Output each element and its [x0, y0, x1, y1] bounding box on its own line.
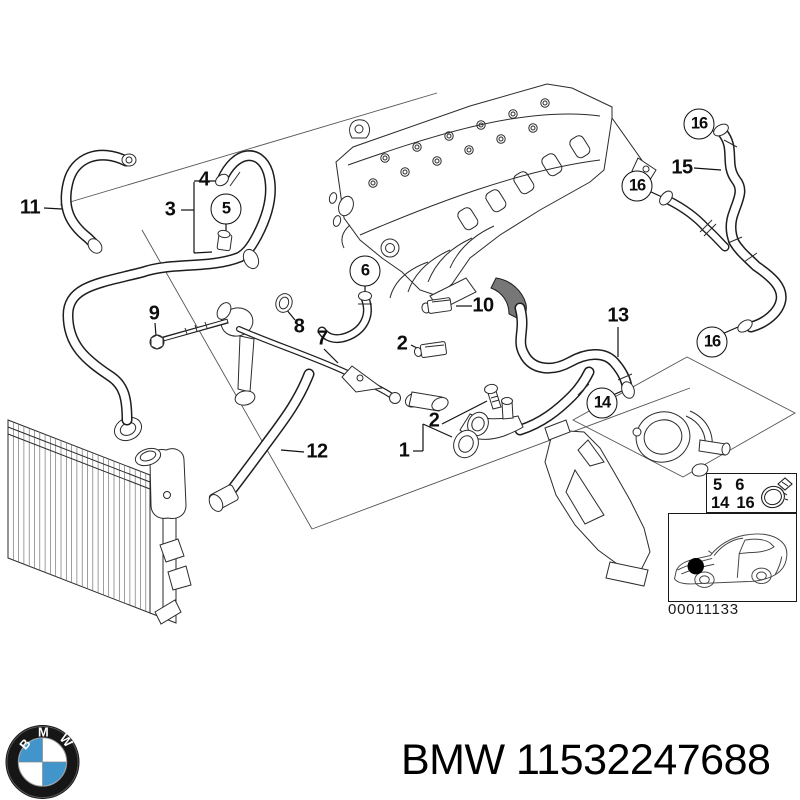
legend-number: 14: [711, 494, 730, 512]
bmw-logo-icon: B M W: [5, 724, 80, 800]
callout-circled-16: 16: [621, 170, 653, 202]
callout-4: 4: [198, 168, 210, 191]
hose-15-drawing: [659, 123, 781, 333]
engine-nuts: [368, 98, 550, 188]
plug-10-drawing: [421, 297, 452, 314]
callout-15: 15: [671, 156, 693, 179]
engine-head-drawing: [328, 83, 657, 321]
callout-2: 2: [396, 332, 408, 355]
hose-12-drawing: [208, 374, 309, 512]
radiator-fins: [12, 422, 147, 612]
expansion-tank: [149, 448, 187, 519]
legend-number: 5: [713, 476, 723, 494]
pipe-7-drawing: [216, 302, 401, 406]
throttle-body-drawing: [544, 410, 731, 587]
callout-circled-6: 6: [349, 255, 381, 287]
radiator-drawing: [7, 416, 192, 625]
part-location-dot: [687, 557, 704, 575]
legend-number: 6: [735, 476, 745, 494]
callout-circled-14: 14: [586, 387, 618, 419]
hose-11-drawing: [66, 154, 137, 254]
callout-10: 10: [472, 294, 494, 317]
callout-8: 8: [293, 315, 305, 338]
callout-3: 3: [164, 198, 176, 221]
hose-13-drawing: [520, 308, 635, 399]
callout-13: 13: [607, 304, 629, 327]
part-number-title: BMW 11532247688: [401, 736, 771, 784]
legend-row-2: 14 16: [711, 494, 755, 513]
hose-3-drawing: [68, 156, 270, 420]
callout-12: 12: [306, 440, 328, 463]
engine-intake-ports: [457, 135, 591, 231]
callout-circled-16: 16: [696, 326, 728, 358]
hose-6-drawing: [322, 291, 372, 339]
diagram-image-code: 00011133: [668, 601, 739, 618]
callout-2: 2: [428, 409, 440, 432]
car-thumbnail-box: [668, 513, 797, 602]
clamp-legend-box: 5 6 14 16: [706, 473, 797, 513]
callout-9: 9: [148, 302, 160, 325]
car-icon: [673, 533, 788, 588]
screw-2b-drawing: [484, 383, 502, 410]
legend-number: 16: [736, 494, 755, 512]
callout-7: 7: [316, 327, 328, 350]
hose-1-drawing: [404, 372, 589, 459]
hose-clamp-icon: [761, 477, 793, 509]
bolt-9-drawing: [149, 318, 229, 350]
callout-circled-5: 5: [210, 193, 242, 225]
callout-11: 11: [19, 196, 41, 219]
o-ring-8-drawing: [275, 293, 293, 313]
logo-letter-m: M: [38, 724, 49, 739]
legend-row-1: 5 6: [713, 476, 744, 495]
bolt-2a-drawing: [413, 341, 447, 358]
construction-lines: [59, 92, 796, 530]
callout-1: 1: [398, 439, 410, 462]
callout-circled-16: 16: [683, 108, 715, 140]
